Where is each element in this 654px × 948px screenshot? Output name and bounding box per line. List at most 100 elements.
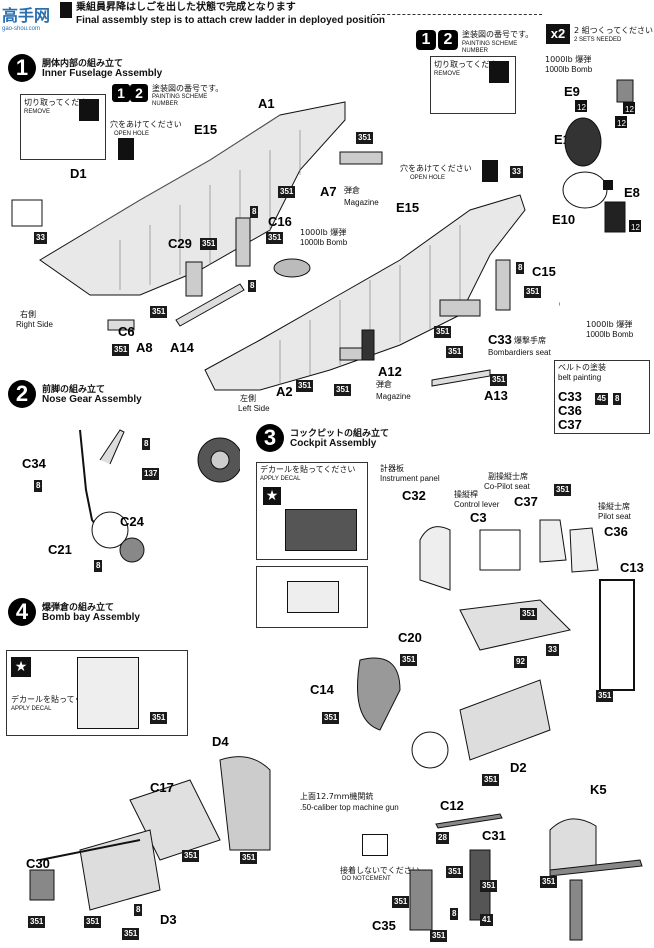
part-c20: C20: [398, 630, 422, 645]
openhole-left-jp: 穴をあけてください: [110, 120, 182, 129]
remove-icon: [489, 61, 509, 83]
badge-8: 8: [248, 280, 257, 292]
belt-en: belt painting: [558, 373, 602, 382]
part-c6: C6: [118, 324, 135, 339]
part-e9: E9: [564, 84, 580, 99]
scheme-left-2: 2: [130, 84, 148, 102]
badge-351: 351: [28, 916, 46, 928]
badge-8: 8: [516, 262, 525, 274]
openhole-right-jp: 穴をあけてください: [400, 164, 472, 173]
part-c35: C35: [372, 918, 396, 933]
part-d4: D4: [212, 734, 229, 749]
part-e8: E8: [624, 185, 640, 200]
badge-351: 351: [554, 484, 572, 496]
part-c31: C31: [482, 828, 506, 843]
magazine-jp-2: 弾倉: [376, 380, 392, 389]
left-side-en: Left Side: [238, 404, 270, 413]
pilot-jp: 操縦士席: [598, 502, 630, 511]
badge-351: 351: [150, 712, 168, 724]
step-4-number: 4: [8, 598, 36, 626]
step-1-title-en: Inner Fuselage Assembly: [42, 68, 163, 79]
belt-c36: C36: [558, 403, 582, 418]
badge-351: 351: [240, 852, 258, 864]
remove-left-jp: 切り取ってください: [24, 98, 96, 107]
part-c12: C12: [440, 798, 464, 813]
step-2-title-jp: 前脚の組み立て: [42, 385, 106, 395]
part-e15-right: E15: [396, 200, 420, 215]
badge-351: 351: [200, 238, 218, 250]
badge-351: 351: [400, 654, 418, 666]
nocement-jp: 接着しないでください: [340, 866, 420, 875]
belt-painting-box: ベルトの塗装 belt painting C33 C36 C37 45 8: [554, 360, 650, 434]
part-a12: A12: [378, 364, 402, 379]
openhole-left-en: OPEN HOLE: [114, 131, 150, 137]
badge-351: 351: [520, 608, 538, 620]
badge-351: 351: [540, 876, 558, 888]
part-a8: A8: [136, 340, 153, 355]
instrument-panel-drawing: [285, 509, 357, 551]
site-logo: 高手网 gao-shou.com: [2, 2, 52, 32]
scheme-right-1: 1: [416, 30, 436, 50]
belt-jp: ベルトの塗装: [558, 363, 606, 372]
openhole-right-en: OPEN HOLE: [410, 175, 446, 181]
step-3-title-jp: コックピットの組み立て: [290, 429, 390, 439]
remove-right-en: REMOVE: [434, 71, 461, 77]
bombardier-jp: 爆撃手席: [514, 336, 546, 345]
logo-sub: gao-shou.com: [2, 26, 41, 32]
badge-45: 45: [595, 393, 608, 405]
badge-351: 351: [122, 928, 140, 940]
cockpit-drawing: [357, 519, 635, 769]
part-a1: A1: [258, 96, 275, 111]
count-jp: 2 組つくってください: [574, 26, 653, 35]
remove-right-jp: 切り取ってください: [434, 60, 506, 69]
step-1-title-jp: 胴体内部の組み立て: [42, 59, 124, 69]
badge-351: 351: [278, 186, 296, 198]
badge-8: 8: [94, 560, 103, 572]
decal-box-jp: デカールを貼ってください: [260, 465, 356, 474]
badge-351: 351: [482, 774, 500, 786]
star-icon: ★: [263, 487, 281, 505]
part-c37: C37: [514, 494, 538, 509]
part-d3: D3: [160, 912, 177, 927]
badge-351: 351: [490, 374, 508, 386]
badge-8: 8: [450, 908, 459, 920]
drill-icon-left: [118, 138, 134, 160]
header-note-en: Final assembly step is to attach crew la…: [76, 15, 385, 26]
right-side-en: Right Side: [16, 320, 53, 329]
inner-fuselage-drawing: [11, 101, 560, 391]
bomb-bay-drawing: [29, 756, 271, 911]
badge-8: 8: [34, 480, 43, 492]
svg-text:12: 12: [577, 103, 586, 112]
badge-8: 8: [134, 904, 143, 916]
svg-text:12: 12: [625, 105, 634, 114]
part-e15-left: E15: [194, 122, 218, 137]
logo-main: 高手网: [2, 6, 51, 25]
badge-351: 351: [150, 306, 168, 318]
count-en: 2 SETS NEEDED: [574, 37, 622, 43]
part-c36: C36: [604, 524, 628, 539]
remove-left-en: REMOVE: [24, 109, 51, 115]
badge-33: 33: [34, 232, 47, 244]
badge-8: 8: [613, 393, 622, 405]
scheme-left-en1: PAINTING SCHEME: [152, 94, 208, 100]
bomb-bay-decal-box: ★ デカールを貼ってください APPLY DECAL: [6, 650, 188, 736]
nocement-en: DO NOTCEMENT: [342, 876, 391, 882]
badge-41: 41: [480, 914, 493, 926]
part-c15: C15: [532, 264, 556, 279]
bombardier-en: Bombardiers seat: [488, 348, 551, 357]
left-side-jp: 左側: [240, 394, 256, 403]
scheme-right-jp: 塗装図の番号です。: [462, 30, 534, 39]
part-c34: C34: [22, 456, 46, 471]
step-3-title-en: Cockpit Assembly: [290, 438, 377, 449]
part-c29: C29: [168, 236, 192, 251]
magazine-en-2: Magazine: [376, 392, 411, 401]
count-badge: x2: [546, 24, 570, 44]
apply-decal-box: デカールを貼ってください APPLY DECAL ★: [256, 462, 368, 560]
scheme-right-en2: NUMBER: [462, 48, 489, 54]
control-jp: 操縦桿: [454, 490, 478, 499]
drill-icon: [482, 160, 498, 182]
badge-351: 351: [480, 880, 498, 892]
scheme-right-2: 2: [438, 30, 458, 50]
badge-351: 351: [356, 132, 374, 144]
bomb-jp-2: 1000lb 爆弾: [586, 320, 633, 329]
